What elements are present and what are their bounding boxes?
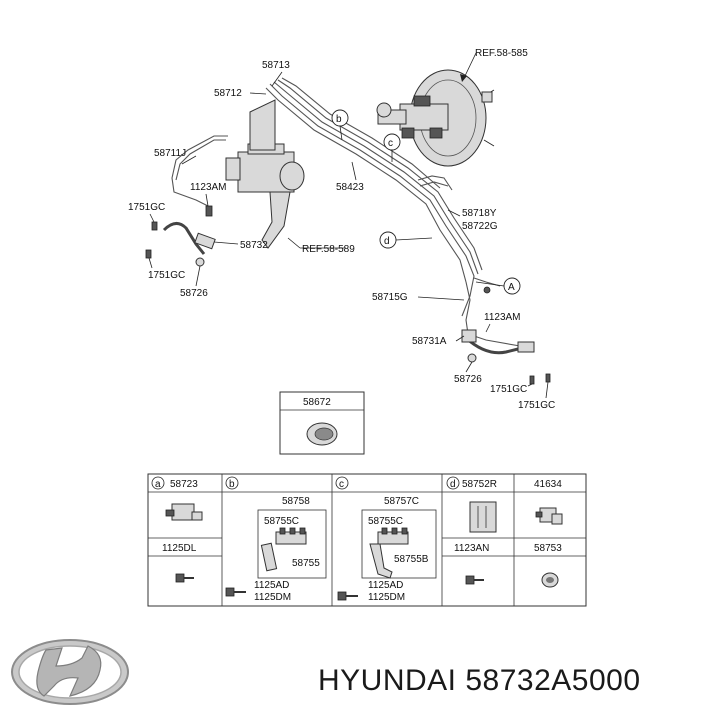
callout-58718y: 58718Y — [462, 208, 497, 219]
svg-text:d: d — [384, 236, 390, 247]
svg-text:c: c — [388, 138, 393, 149]
table-col-a-sub: 1125DL — [162, 543, 197, 554]
callout-1751gc-mid: 1751GC — [148, 270, 185, 281]
callout-58722g: 58722G — [462, 221, 498, 232]
svg-text:A: A — [508, 282, 515, 293]
clip-41634-icon — [535, 507, 563, 525]
callout-58731a: 58731A — [412, 336, 447, 347]
table-col-b-letter: b — [229, 479, 235, 490]
marker-a: A — [475, 277, 521, 295]
ref-label-58-585: REF.58-585 — [475, 48, 528, 59]
bolt-1125ad-icon-c — [337, 591, 358, 601]
callout-58713: 58713 — [262, 60, 290, 71]
table-col-a-letter: a — [155, 479, 161, 490]
brake-booster — [376, 69, 495, 167]
callout-58423: 58423 — [336, 182, 364, 193]
marker-d: d — [379, 231, 433, 249]
callout-58712: 58712 — [214, 88, 242, 99]
part-58723-icon — [165, 503, 203, 521]
marker-c: c — [383, 133, 401, 162]
table-col-d-sub: 1123AN — [454, 543, 489, 554]
callout-58732: 58732 — [240, 240, 268, 251]
callout-58715g: 58715G — [372, 292, 408, 303]
table-col-b-bolt1: 1125AD — [254, 580, 289, 591]
clip-58755-icon — [260, 527, 307, 572]
callout-58726-left: 58726 — [180, 288, 208, 299]
table-col-e-head: 41634 — [534, 479, 562, 490]
bolt-1125ad-icon-b — [225, 587, 246, 597]
clip-58752r-icon — [469, 501, 497, 533]
marker-b: b — [331, 109, 349, 141]
callout-1751gc-right1: 1751GC — [490, 384, 527, 395]
grommet-part-number: 58672 — [303, 397, 331, 408]
product-caption: HYUNDAI 58732A5000 — [318, 664, 641, 697]
callout-58726-right: 58726 — [454, 374, 482, 385]
ref-label-58-589: REF.58-589 — [302, 244, 355, 255]
callout-1751gc-right2: 1751GC — [518, 400, 555, 411]
table-col-b-inner2: 58755 — [292, 558, 320, 569]
grommet-box: 58672 — [279, 391, 365, 455]
callout-1751gc-top: 1751GC — [128, 202, 165, 213]
table-col-b-inner1: 58755C — [264, 516, 299, 527]
hyundai-logo — [11, 639, 129, 705]
clip-58755b-icon — [369, 527, 409, 579]
table-col-d-head: 58752R — [462, 479, 497, 490]
grommet-58753-icon — [541, 572, 559, 588]
table-col-c-bolt1: 1125AD — [368, 580, 403, 591]
table-col-c-bolt2: 1125DM — [368, 592, 405, 603]
table-col-e-sub: 58753 — [534, 543, 562, 554]
left-brake-hose — [145, 205, 216, 267]
bolt-1125dl-icon — [175, 573, 194, 583]
table-col-c-letter: c — [339, 479, 344, 490]
table-col-b-head: 58758 — [282, 496, 310, 507]
svg-text:b: b — [336, 114, 342, 125]
table-col-c-inner2: 58755B — [394, 554, 429, 565]
table-col-d-letter: d — [450, 479, 456, 490]
brake-pipe-bundle — [171, 77, 521, 347]
right-brake-hose — [461, 329, 551, 385]
table-col-b-bolt2: 1125DM — [254, 592, 291, 603]
table-col-c-inner1: 58755C — [368, 516, 403, 527]
table-col-a-head: 58723 — [170, 479, 198, 490]
callout-1123am-right: 1123AM — [484, 312, 521, 323]
callout-58711j: 58711J — [154, 148, 186, 159]
table-col-c-head: 58757C — [384, 496, 419, 507]
bolt-1123an-icon — [465, 575, 484, 585]
abs-modulator — [225, 99, 305, 249]
parts-table: a 58723 1125DL b 58758 58755C 58755 — [147, 473, 587, 607]
callout-1123am-top: 1123AM — [190, 182, 227, 193]
